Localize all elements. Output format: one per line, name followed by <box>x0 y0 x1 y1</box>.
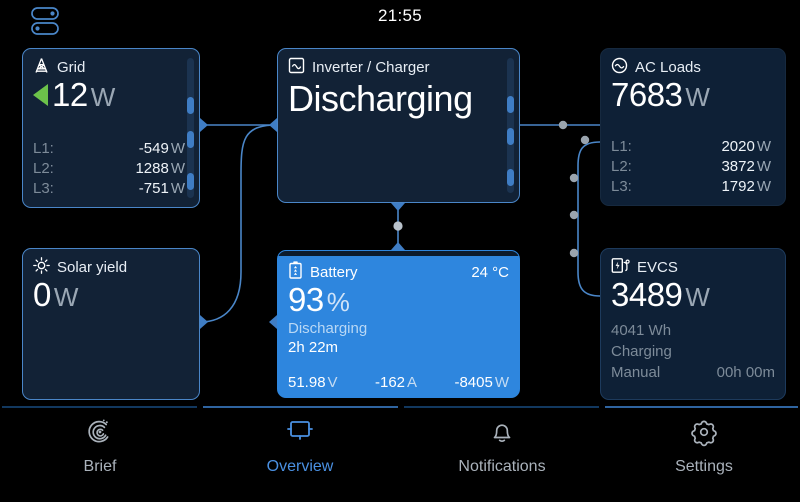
evcs-details: 4041 Wh Charging Manual 00h 00m <box>601 314 785 383</box>
card-solar-value: 0 <box>33 276 51 313</box>
card-ac-loads-unit: W <box>685 82 710 112</box>
nav-item-settings[interactable]: Settings <box>604 412 800 476</box>
bottom-navigation: Brief Overview Notifications <box>0 406 800 502</box>
card-evcs-title: EVCS <box>637 259 678 276</box>
card-battery-soc: 93 <box>288 281 324 318</box>
phase-label: L1: <box>611 138 632 155</box>
status-bar: 21:55 <box>0 0 800 40</box>
phase-label: L2: <box>33 160 54 177</box>
card-battery-soc-unit: % <box>326 287 350 317</box>
phase-label: L1: <box>33 140 54 157</box>
card-battery-title: Battery <box>310 263 358 281</box>
nav-label-notifications: Notifications <box>458 458 546 475</box>
nav-label-brief: Brief <box>83 458 117 475</box>
card-grid-header: Grid <box>23 49 199 78</box>
card-inverter-header: Inverter / Charger <box>278 49 519 78</box>
display-icon <box>200 412 400 452</box>
nav-item-overview[interactable]: Overview <box>200 412 400 476</box>
ac-sine-icon <box>611 57 628 78</box>
card-grid-value: 12 <box>52 76 88 113</box>
card-grid-value-row: 12 W <box>23 76 199 114</box>
nav-label-settings: Settings <box>675 458 733 475</box>
card-evcs-header: EVCS <box>601 249 785 278</box>
nav-label-overview: Overview <box>266 458 334 475</box>
card-evcs-unit: W <box>685 282 710 312</box>
card-grid-unit: W <box>90 82 116 112</box>
radar-icon <box>0 412 200 452</box>
nav-top-divider <box>2 406 197 408</box>
battery-top-strip <box>278 251 519 256</box>
gear-icon <box>604 412 800 452</box>
battery-icon <box>288 261 303 283</box>
inverter-icon <box>288 57 305 78</box>
battery-time-remaining: 2h 22m <box>288 339 339 356</box>
card-solar-unit: W <box>53 282 79 312</box>
card-battery-header: Battery 24 °C <box>278 251 519 283</box>
evcs-state: Charging <box>611 343 672 360</box>
card-inverter[interactable]: Inverter / Charger Discharging <box>277 48 520 203</box>
card-inverter-state: Discharging <box>288 78 473 119</box>
nav-item-brief[interactable]: Brief <box>0 412 200 476</box>
phase-label: L3: <box>33 180 54 197</box>
evcs-mode-row: Manual 00h 00m <box>611 362 775 383</box>
phase-label: L2: <box>611 158 632 175</box>
card-ac-loads-header: AC Loads <box>601 49 785 78</box>
card-solar-yield[interactable]: Solar yield 0 W <box>22 248 200 400</box>
sun-icon <box>33 257 50 278</box>
evcs-energy: 4041 Wh <box>611 322 672 339</box>
card-solar-value-row: 0 W <box>23 276 199 314</box>
bell-icon <box>402 412 602 452</box>
card-ac-loads-value: 7683 <box>611 76 683 113</box>
nav-item-notifications[interactable]: Notifications <box>402 412 602 476</box>
card-battery-value-row: 93 % <box>278 281 519 319</box>
card-evcs-value: 3489 <box>611 276 683 313</box>
card-grid-title: Grid <box>57 59 86 76</box>
ev-charger-icon <box>611 257 630 278</box>
grid-direction-arrow-icon <box>33 84 48 106</box>
evcs-mode: Manual <box>611 364 661 381</box>
card-battery[interactable]: Battery 24 °C 93 % Discharging 2h 22m 51… <box>277 250 520 398</box>
card-solar-header: Solar yield <box>23 249 199 278</box>
battery-temperature: 24 °C <box>471 263 509 281</box>
nav-top-divider <box>605 406 798 408</box>
toggles-icon[interactable] <box>30 6 64 36</box>
nav-top-divider <box>404 406 599 408</box>
clock: 21:55 <box>377 6 423 25</box>
card-ac-loads-value-row: 7683 W <box>601 76 785 114</box>
card-solar-title: Solar yield <box>57 259 128 276</box>
nav-top-divider <box>203 406 398 408</box>
card-ac-loads-title: AC Loads <box>635 59 701 76</box>
evcs-duration: 00h 00m <box>716 364 775 381</box>
power-pylon-icon <box>33 57 50 78</box>
inverter-phase-indicator <box>507 58 514 193</box>
card-evcs[interactable]: EVCS 3489 W 4041 Wh Charging Manual 00h … <box>600 248 786 400</box>
grid-phase-indicator <box>187 58 194 198</box>
card-inverter-title: Inverter / Charger <box>312 59 430 76</box>
card-evcs-value-row: 3489 W <box>601 276 785 314</box>
battery-state: Discharging <box>288 320 368 337</box>
phase-label: L3: <box>611 178 632 195</box>
